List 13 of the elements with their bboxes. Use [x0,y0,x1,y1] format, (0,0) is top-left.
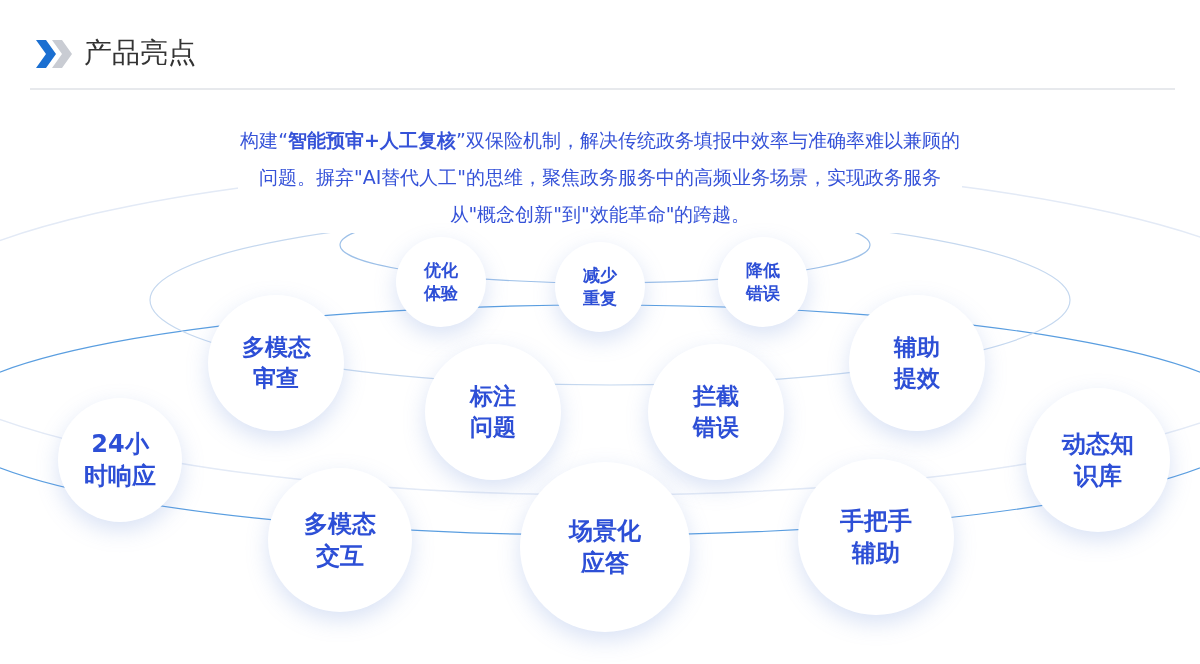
node-label: 多模态审查 [241,332,311,393]
node-label: 场景化应答 [569,515,641,579]
node-label: 多模态交互 [304,508,376,572]
node-label: 动态知识库 [1062,428,1134,492]
node-label: 辅助提效 [894,332,940,393]
page-title: 产品亮点 [84,35,196,71]
node-label: 减少重复 [583,264,617,310]
node-label: 24小时响应 [84,428,156,492]
node-label: 降低错误 [746,259,780,305]
node-label: 手把手辅助 [840,505,912,569]
node-label: 优化体验 [424,259,458,305]
node-label: 拦截错误 [693,381,739,442]
node-label: 标注问题 [470,381,516,442]
